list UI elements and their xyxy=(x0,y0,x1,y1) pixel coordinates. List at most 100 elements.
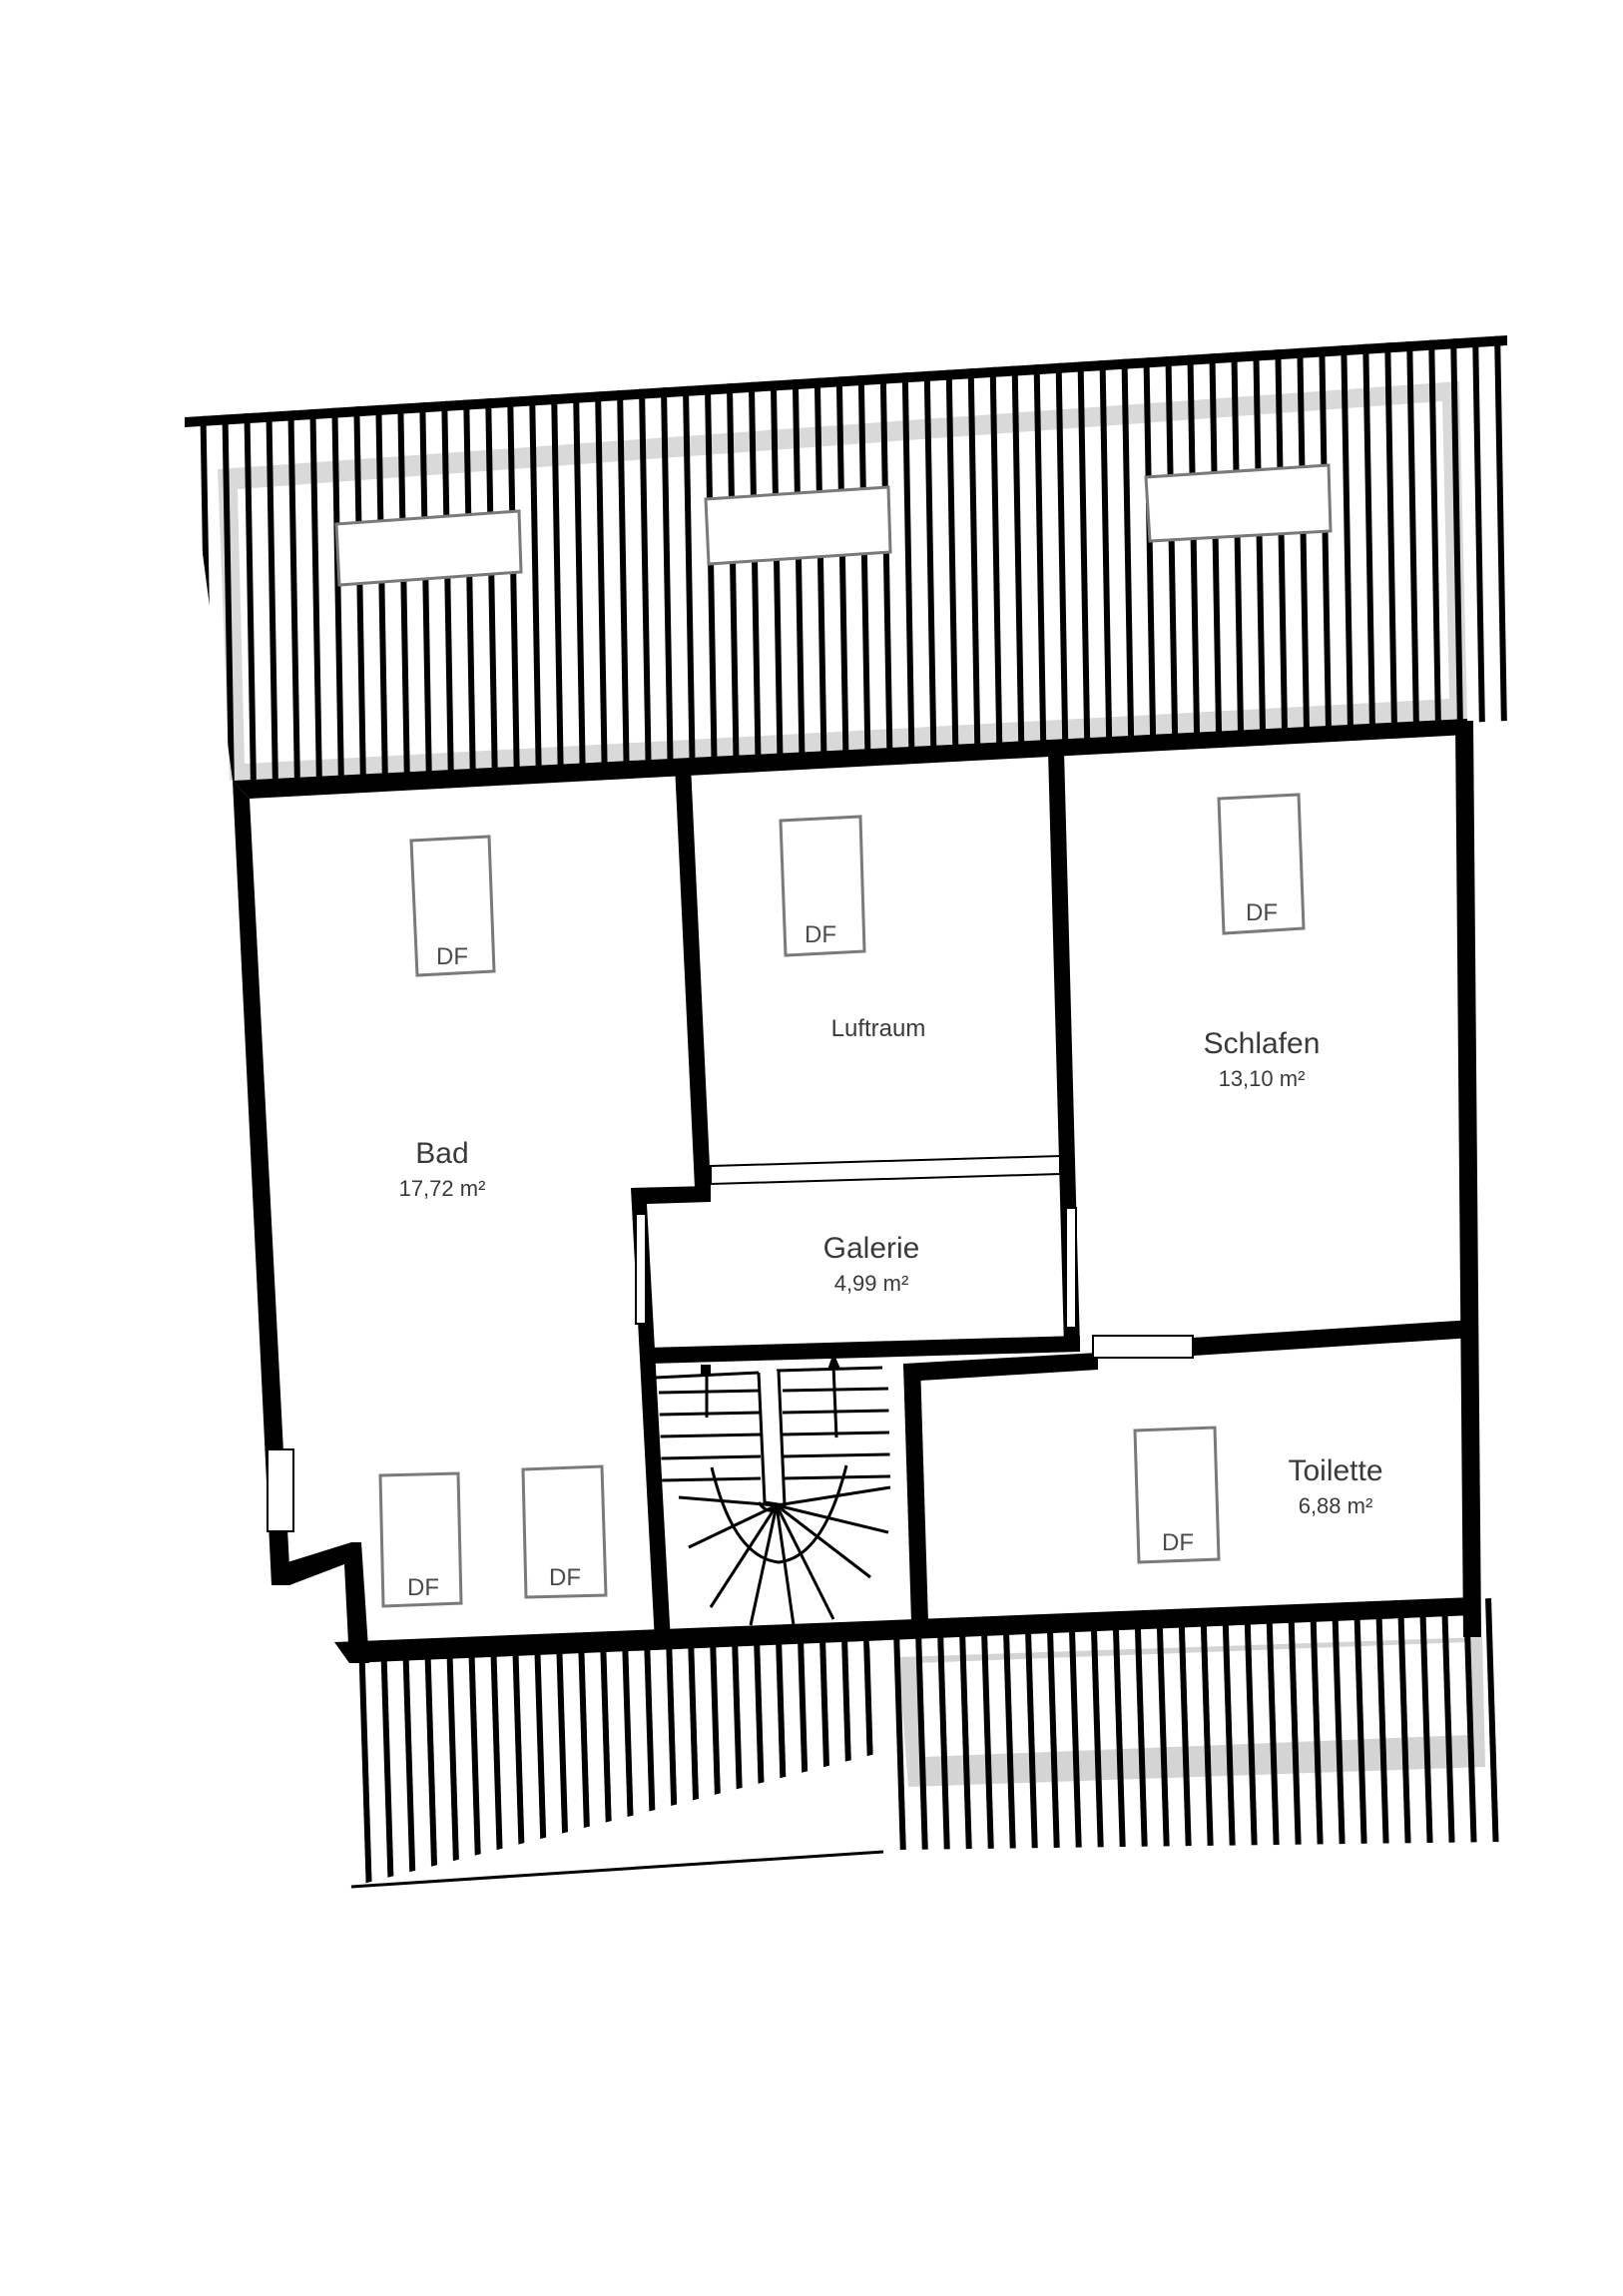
roof-hatch-line xyxy=(1033,335,1047,781)
window-galerie xyxy=(710,1154,1061,1186)
roof-hatch-line xyxy=(892,1597,906,1850)
room-name-galerie: Galerie xyxy=(823,1232,920,1265)
roof-hatch-line xyxy=(424,1637,438,1887)
roof-hatch-line xyxy=(1112,1597,1126,1850)
stair-tread xyxy=(660,1433,762,1438)
roof-hatch-line xyxy=(914,1597,928,1850)
room-area-galerie: 4,99 m² xyxy=(834,1271,909,1296)
roof-hatch-line xyxy=(1341,335,1354,781)
roof-hatch-line xyxy=(1200,1597,1214,1850)
roof-hatch-line xyxy=(490,1637,504,1887)
room-area-schlafen: 13,10 m² xyxy=(1219,1066,1306,1091)
roof-hatch-line xyxy=(644,1637,658,1887)
roof-hatch-line xyxy=(967,335,981,781)
roof-hatch-line xyxy=(534,1637,548,1887)
roof-hatch-line xyxy=(710,1637,724,1887)
roof-hatch-line xyxy=(594,335,608,781)
roof-hatch-line xyxy=(1275,335,1289,781)
roof-hatch-line xyxy=(1310,1597,1324,1850)
room-area-toilette: 6,88 m² xyxy=(1299,1493,1373,1518)
roof-hatch-line xyxy=(660,335,674,781)
roof-hatch-line xyxy=(1494,335,1507,781)
roof-hatch-line xyxy=(813,335,827,781)
skylight-label-bad-right: DF xyxy=(549,1564,581,1591)
roof-hatch-line xyxy=(1055,335,1069,781)
window-openings xyxy=(267,1154,1194,1532)
roof-hatch-line xyxy=(1375,1597,1389,1850)
skylight-label-bad-left: DF xyxy=(407,1574,439,1601)
skylight-label-luftraum: DF xyxy=(805,921,836,948)
roof-hatch-line xyxy=(1510,1597,1518,1857)
skylight-luftraum xyxy=(779,815,866,957)
roof-hatch-line xyxy=(1397,1597,1411,1850)
roof-hatch-line xyxy=(221,335,235,781)
roof-hatch-line xyxy=(528,335,542,781)
stair-winder xyxy=(776,1503,871,1579)
roof-hatch-line xyxy=(1134,1597,1148,1850)
roof-hatch-line xyxy=(1002,1597,1016,1850)
roof-hatch-line xyxy=(1441,1597,1455,1850)
roof-hatch-line xyxy=(835,335,849,781)
roof-hatch-line xyxy=(1450,335,1464,781)
roof-hatch-line xyxy=(1090,1597,1104,1850)
stair-arrow-icon xyxy=(827,1353,840,1370)
skylight-bad-right xyxy=(521,1464,608,1599)
window-galerie-right xyxy=(1065,1207,1077,1329)
roof-hatch-line xyxy=(622,1637,636,1887)
roof-hatch-line xyxy=(666,1637,680,1887)
roof-hatch-line xyxy=(1428,335,1442,781)
room-name-luftraum: Luftraum xyxy=(831,1015,926,1042)
roof-hatch-line xyxy=(1288,1597,1302,1850)
window-galerie-left xyxy=(635,1213,647,1325)
roof-windows xyxy=(334,463,1333,587)
room-name-toilette: Toilette xyxy=(1288,1454,1382,1487)
roof-hatch-line xyxy=(1332,1597,1346,1850)
roof-hatch-line xyxy=(754,1637,768,1887)
roof-hatch-line xyxy=(1266,1597,1280,1850)
roof-hatch-line xyxy=(682,335,696,781)
roof-hatch-line xyxy=(1024,1597,1038,1850)
roof-hatch-line xyxy=(1209,335,1223,781)
skylight-labels: DF DF DF DF DF DF xyxy=(407,899,1278,1601)
roof-hatch-line xyxy=(344,1637,350,1887)
roof-hatch-line xyxy=(468,1637,482,1887)
stair-winder xyxy=(688,1503,778,1549)
roof-hatch-line xyxy=(732,1637,746,1887)
roof-hatch-line xyxy=(1244,1597,1258,1850)
roof-hatch-line xyxy=(857,335,871,781)
door-toilette xyxy=(1092,1335,1194,1359)
roof-hatch-line xyxy=(358,1637,372,1887)
stair-path-arrow-line xyxy=(831,1365,838,1438)
roof-hatch-line xyxy=(600,1637,614,1887)
roof-hatch-line xyxy=(1068,1597,1082,1850)
roof-hatch-line xyxy=(1011,335,1025,781)
skylight-label-bad-top: DF xyxy=(436,943,468,970)
skylight-toilette xyxy=(1133,1426,1221,1564)
roof-hatch-line xyxy=(1121,335,1135,781)
roof-hatch-line xyxy=(556,1637,570,1887)
roof-hatch-line xyxy=(1463,1597,1477,1850)
skylight-label-schlafen: DF xyxy=(1246,899,1278,926)
roof-hatch-line xyxy=(1156,1597,1170,1850)
window-bad xyxy=(267,1448,294,1532)
roof-hatch-line xyxy=(1472,335,1486,781)
stair-winder xyxy=(776,1485,891,1507)
roof-hatch-line xyxy=(1046,1597,1060,1850)
stair-tread xyxy=(661,1454,762,1460)
roof-hatch-line xyxy=(572,335,586,781)
stair-tread xyxy=(658,1389,762,1395)
skylight-schlafen xyxy=(1217,793,1306,935)
roof-hatch-line xyxy=(550,335,564,781)
roof-hatch-line xyxy=(923,335,937,781)
roof-hatch-line xyxy=(1099,335,1113,781)
stair-winder xyxy=(749,1504,779,1626)
roof-hatch-line xyxy=(616,335,630,781)
roof-hatch-line xyxy=(841,1637,855,1887)
walls xyxy=(233,719,1481,1663)
roof-hatch-line xyxy=(199,335,213,781)
room-area-bad: 17,72 m² xyxy=(399,1176,486,1201)
roof-hatch-line xyxy=(879,335,893,781)
roof-hatch-line xyxy=(512,1637,526,1887)
stair-tread xyxy=(782,1474,891,1480)
stair-start-marker-icon xyxy=(701,1365,711,1375)
